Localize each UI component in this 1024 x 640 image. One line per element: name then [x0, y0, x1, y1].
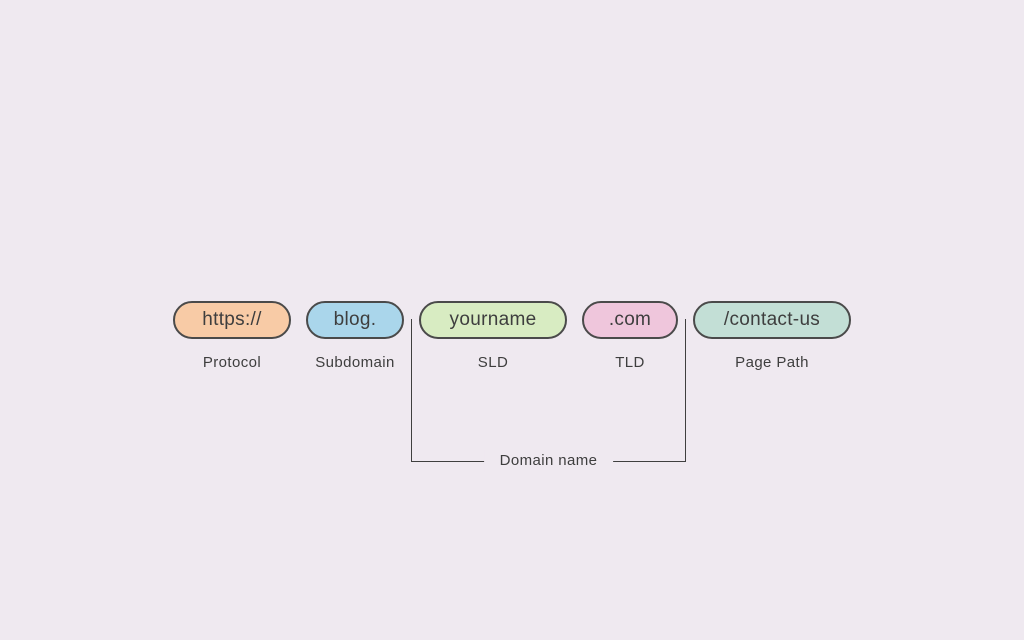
label-page-path: Page Path [735, 354, 809, 371]
label-protocol: Protocol [202, 354, 262, 371]
domain-name-bracket: Domain name [411, 319, 686, 472]
segment-protocol: https:// Protocol [173, 301, 291, 371]
pill-tld: .com [582, 301, 678, 339]
pill-sld: yourname [419, 301, 567, 339]
label-subdomain: Subdomain [315, 354, 395, 371]
segment-tld: .com TLD [582, 301, 678, 371]
pill-protocol: https:// [173, 301, 291, 339]
segment-subdomain: blog. Subdomain [306, 301, 404, 371]
label-tld: TLD [615, 354, 645, 371]
segment-sld: yourname SLD [419, 301, 567, 371]
domain-name-label: Domain name [483, 450, 614, 472]
segment-page-path: /contact-us Page Path [693, 301, 851, 371]
label-sld: SLD [477, 354, 509, 371]
pill-page-path: /contact-us [693, 301, 851, 339]
pill-subdomain: blog. [306, 301, 404, 339]
